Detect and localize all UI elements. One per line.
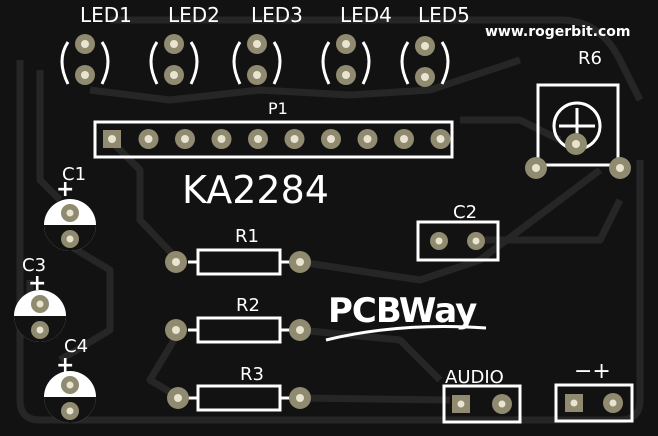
power-connector: −+ <box>554 359 634 423</box>
r1-label: R1 <box>235 226 259 247</box>
board-title: KA2284 <box>182 168 329 212</box>
led-1-label: LED1 <box>80 3 132 27</box>
p1-pin-hole <box>436 135 445 143</box>
p1-pin-hole <box>254 135 262 143</box>
r6-label: R6 <box>578 48 602 69</box>
p1-pin-hole <box>290 135 299 143</box>
p1-pin-hole <box>363 135 372 143</box>
audio-connector: AUDIO <box>442 367 522 424</box>
pcbway-logo-text: PCBWay <box>328 291 477 331</box>
potentiometer-r6: R6 <box>525 48 631 179</box>
led-group: LED1 LED2 LED3 LED4 LED5 <box>60 3 470 87</box>
led-2-label: LED2 <box>168 3 220 27</box>
pcbway-logo: PCBWay <box>325 291 487 342</box>
resistor-r3: R3 <box>167 364 311 412</box>
capacitor-c2: C2 <box>416 202 500 262</box>
audio-label: AUDIO <box>445 367 504 388</box>
r3-label: R3 <box>240 364 264 385</box>
power-label: −+ <box>574 359 611 384</box>
led-1: LED1 <box>60 3 132 85</box>
capacitor-c3: C3 + <box>14 255 66 342</box>
c3-label: C3 <box>22 255 46 276</box>
r2-label: R2 <box>236 295 260 316</box>
led-5-label: LED5 <box>418 3 470 27</box>
p1-label: P1 <box>268 99 288 118</box>
resistor-r1: R1 <box>165 226 311 276</box>
c2-label: C2 <box>453 202 477 223</box>
capacitor-c4: C4 + <box>44 336 96 423</box>
c1-label: C1 <box>62 164 86 185</box>
c4-label: C4 <box>64 336 88 357</box>
led-3-label: LED3 <box>251 3 303 27</box>
led-4-label: LED4 <box>340 3 392 27</box>
copper-traces <box>16 16 644 424</box>
website-label: www.rogerbit.com <box>485 24 631 40</box>
resistor-r2: R2 <box>165 295 311 344</box>
c3-polarity: + <box>28 271 46 296</box>
led-3: LED3 <box>232 3 303 85</box>
connector-p1: P1 <box>93 99 454 159</box>
led-2: LED2 <box>149 3 220 85</box>
capacitor-c1: C1 + <box>44 164 96 251</box>
p1-pin-hole <box>144 135 153 143</box>
led-5: LED5 <box>400 3 470 87</box>
p1-pin-hole <box>400 135 408 143</box>
p1-pin-hole <box>217 135 226 143</box>
p1-pin-hole <box>327 135 335 143</box>
p1-pin-hole <box>181 135 189 143</box>
led-4: LED4 <box>321 3 392 85</box>
c1-polarity: + <box>56 177 74 202</box>
